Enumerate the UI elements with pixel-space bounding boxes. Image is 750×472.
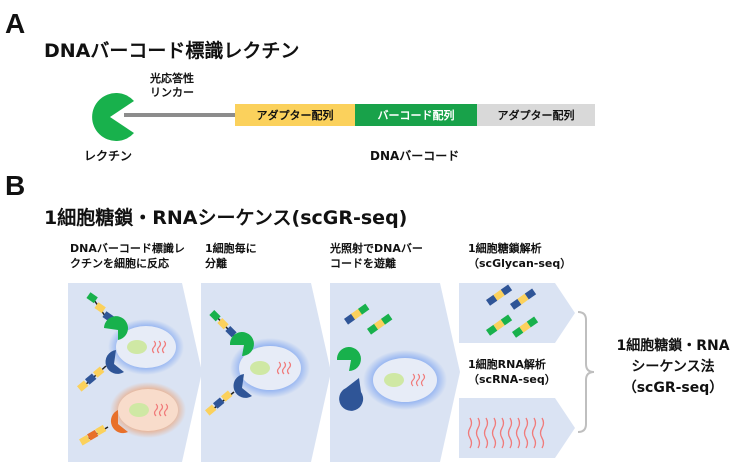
lectin-blue-free — [339, 378, 364, 411]
lectin-green — [229, 332, 254, 356]
stage2-heading: 1細胞毎に 分離 — [205, 241, 257, 271]
panel-b-title: 1細胞糖鎖・RNAシーケンス(scGR-seq) — [44, 207, 408, 229]
stage2-heading-line1: 1細胞毎に — [205, 242, 257, 255]
linker-label-line1: 光応答性 — [150, 72, 194, 85]
rna-heading-line1: 1細胞RNA解析 — [468, 358, 546, 371]
stage1-cell-blue — [108, 319, 184, 375]
barcode-block — [85, 373, 97, 385]
rna-panel — [459, 398, 575, 458]
rna-analysis-heading: 1細胞RNA解析 （scRNA-seq） — [468, 357, 556, 387]
workflow-diagram — [68, 283, 595, 462]
stage2-cell — [230, 338, 310, 398]
lectin-green — [104, 316, 128, 340]
barcode-block — [87, 429, 99, 441]
lectin-green-free — [336, 347, 361, 371]
adapter-sequence-2: アダプター配列 — [477, 104, 595, 126]
lectin-label: レクチン — [84, 149, 133, 163]
stage1-heading-line2: クチンを細胞に反応 — [70, 257, 169, 270]
barcode-sequence: バーコード配列 — [355, 104, 477, 126]
panel-a-letter: A — [5, 8, 26, 39]
glycan-panel — [459, 283, 575, 343]
linker-label: 光応答性 リンカー — [150, 72, 194, 100]
barcode-block — [95, 424, 107, 436]
dna-barcode-label: DNAバーコード — [370, 149, 460, 163]
result-bracket — [577, 311, 595, 433]
barcode-block — [77, 380, 89, 392]
result-line3: （scGR-seq） — [622, 380, 724, 396]
barcode-block — [205, 404, 217, 416]
result-line1: 1細胞糖鎖・RNA — [616, 338, 730, 354]
lectin-blue — [105, 350, 124, 374]
barcode-block — [94, 302, 106, 314]
linker-label-line2: リンカー — [150, 86, 194, 99]
panel-b-letter: B — [5, 170, 26, 201]
panel-a-title: DNAバーコード標識レクチン — [44, 40, 300, 62]
stage1-heading-line1: DNAバーコード標識レ — [70, 242, 185, 255]
barcode-block — [93, 366, 105, 378]
scgr-seq-result-label: 1細胞糖鎖・RNA シーケンス法 （scGR-seq） — [598, 336, 748, 399]
lectin-construct — [92, 93, 235, 141]
rna-squiggles — [467, 417, 545, 449]
barcode-block — [221, 390, 233, 402]
stage3-free-barcodes — [344, 303, 393, 335]
lectin-orange — [110, 410, 128, 434]
lectin-blue — [233, 374, 252, 398]
stage3-cell — [363, 350, 447, 410]
stage2-heading-line2: 分離 — [205, 257, 227, 270]
stage3-heading-line1: 光照射でDNAバー — [330, 242, 423, 255]
stage1-cell-orange — [110, 382, 186, 438]
barcode-block — [86, 292, 98, 304]
lectin-shape — [92, 93, 134, 141]
result-line2: シーケンス法 — [631, 359, 715, 375]
stage3-heading-line2: コードを遊離 — [330, 257, 396, 270]
glycan-heading-line2: （scGlycan-seq） — [468, 257, 572, 270]
barcode-block — [209, 310, 221, 322]
barcode-block — [79, 434, 91, 446]
barcode-block — [213, 397, 225, 409]
adapter-sequence-1: アダプター配列 — [235, 104, 355, 126]
barcode-block — [217, 318, 229, 330]
glycan-heading-line1: 1細胞糖鎖解析 — [468, 242, 542, 255]
glycan-barcodes — [486, 284, 539, 338]
stage3-heading: 光照射でDNAバー コードを遊離 — [330, 241, 423, 271]
glycan-analysis-heading: 1細胞糖鎖解析 （scGlycan-seq） — [468, 241, 571, 271]
stage1-heading: DNAバーコード標識レ クチンを細胞に反応 — [70, 241, 185, 271]
barcode-block — [225, 326, 237, 338]
rna-heading-line2: （scRNA-seq） — [468, 373, 556, 386]
